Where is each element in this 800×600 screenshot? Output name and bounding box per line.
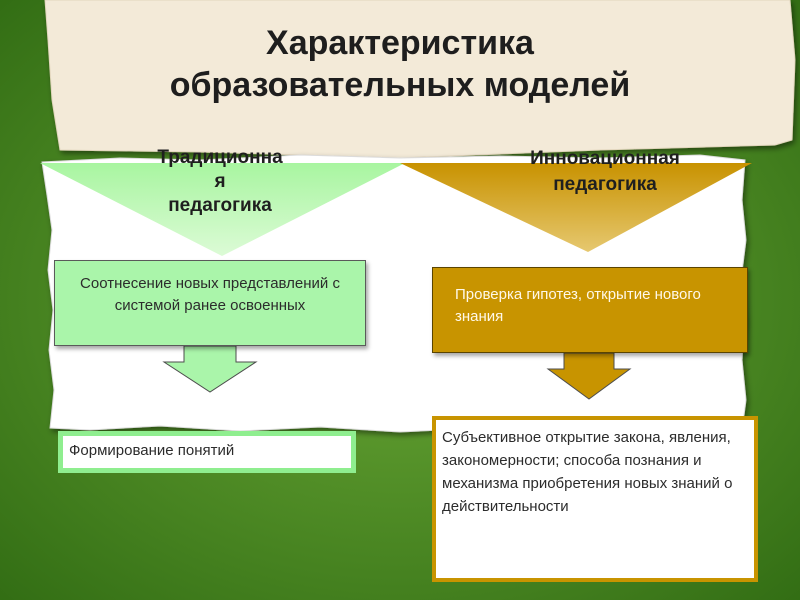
traditional-result-text: Формирование понятий <box>69 442 234 459</box>
traditional-heading-line-2: я <box>120 170 320 194</box>
innovative-result-text: Субъективное открытие закона, явления, з… <box>442 429 732 515</box>
innovative-process-text: Проверка гипотез, открытие нового знания <box>455 286 701 325</box>
innovative-heading-line-2: педагогика <box>490 172 720 198</box>
traditional-process-text: Соотнесение новых представлений с систем… <box>80 275 340 314</box>
innovative-result-box: Субъективное открытие закона, явления, з… <box>432 416 758 582</box>
innovative-process-box: Проверка гипотез, открытие нового знания <box>432 267 748 353</box>
traditional-heading-line-3: педагогика <box>120 194 320 218</box>
traditional-process-box: Соотнесение новых представлений с систем… <box>54 260 366 346</box>
traditional-heading: Традиционна я педагогика <box>120 146 320 218</box>
innovative-heading-line-1: Инновационная <box>490 146 720 172</box>
traditional-down-arrow <box>164 346 256 392</box>
traditional-heading-line-1: Традиционна <box>120 146 320 170</box>
traditional-result-box: Формирование понятий <box>58 431 356 473</box>
innovative-heading: Инновационная педагогика <box>490 146 720 198</box>
innovative-down-arrow <box>548 353 630 399</box>
